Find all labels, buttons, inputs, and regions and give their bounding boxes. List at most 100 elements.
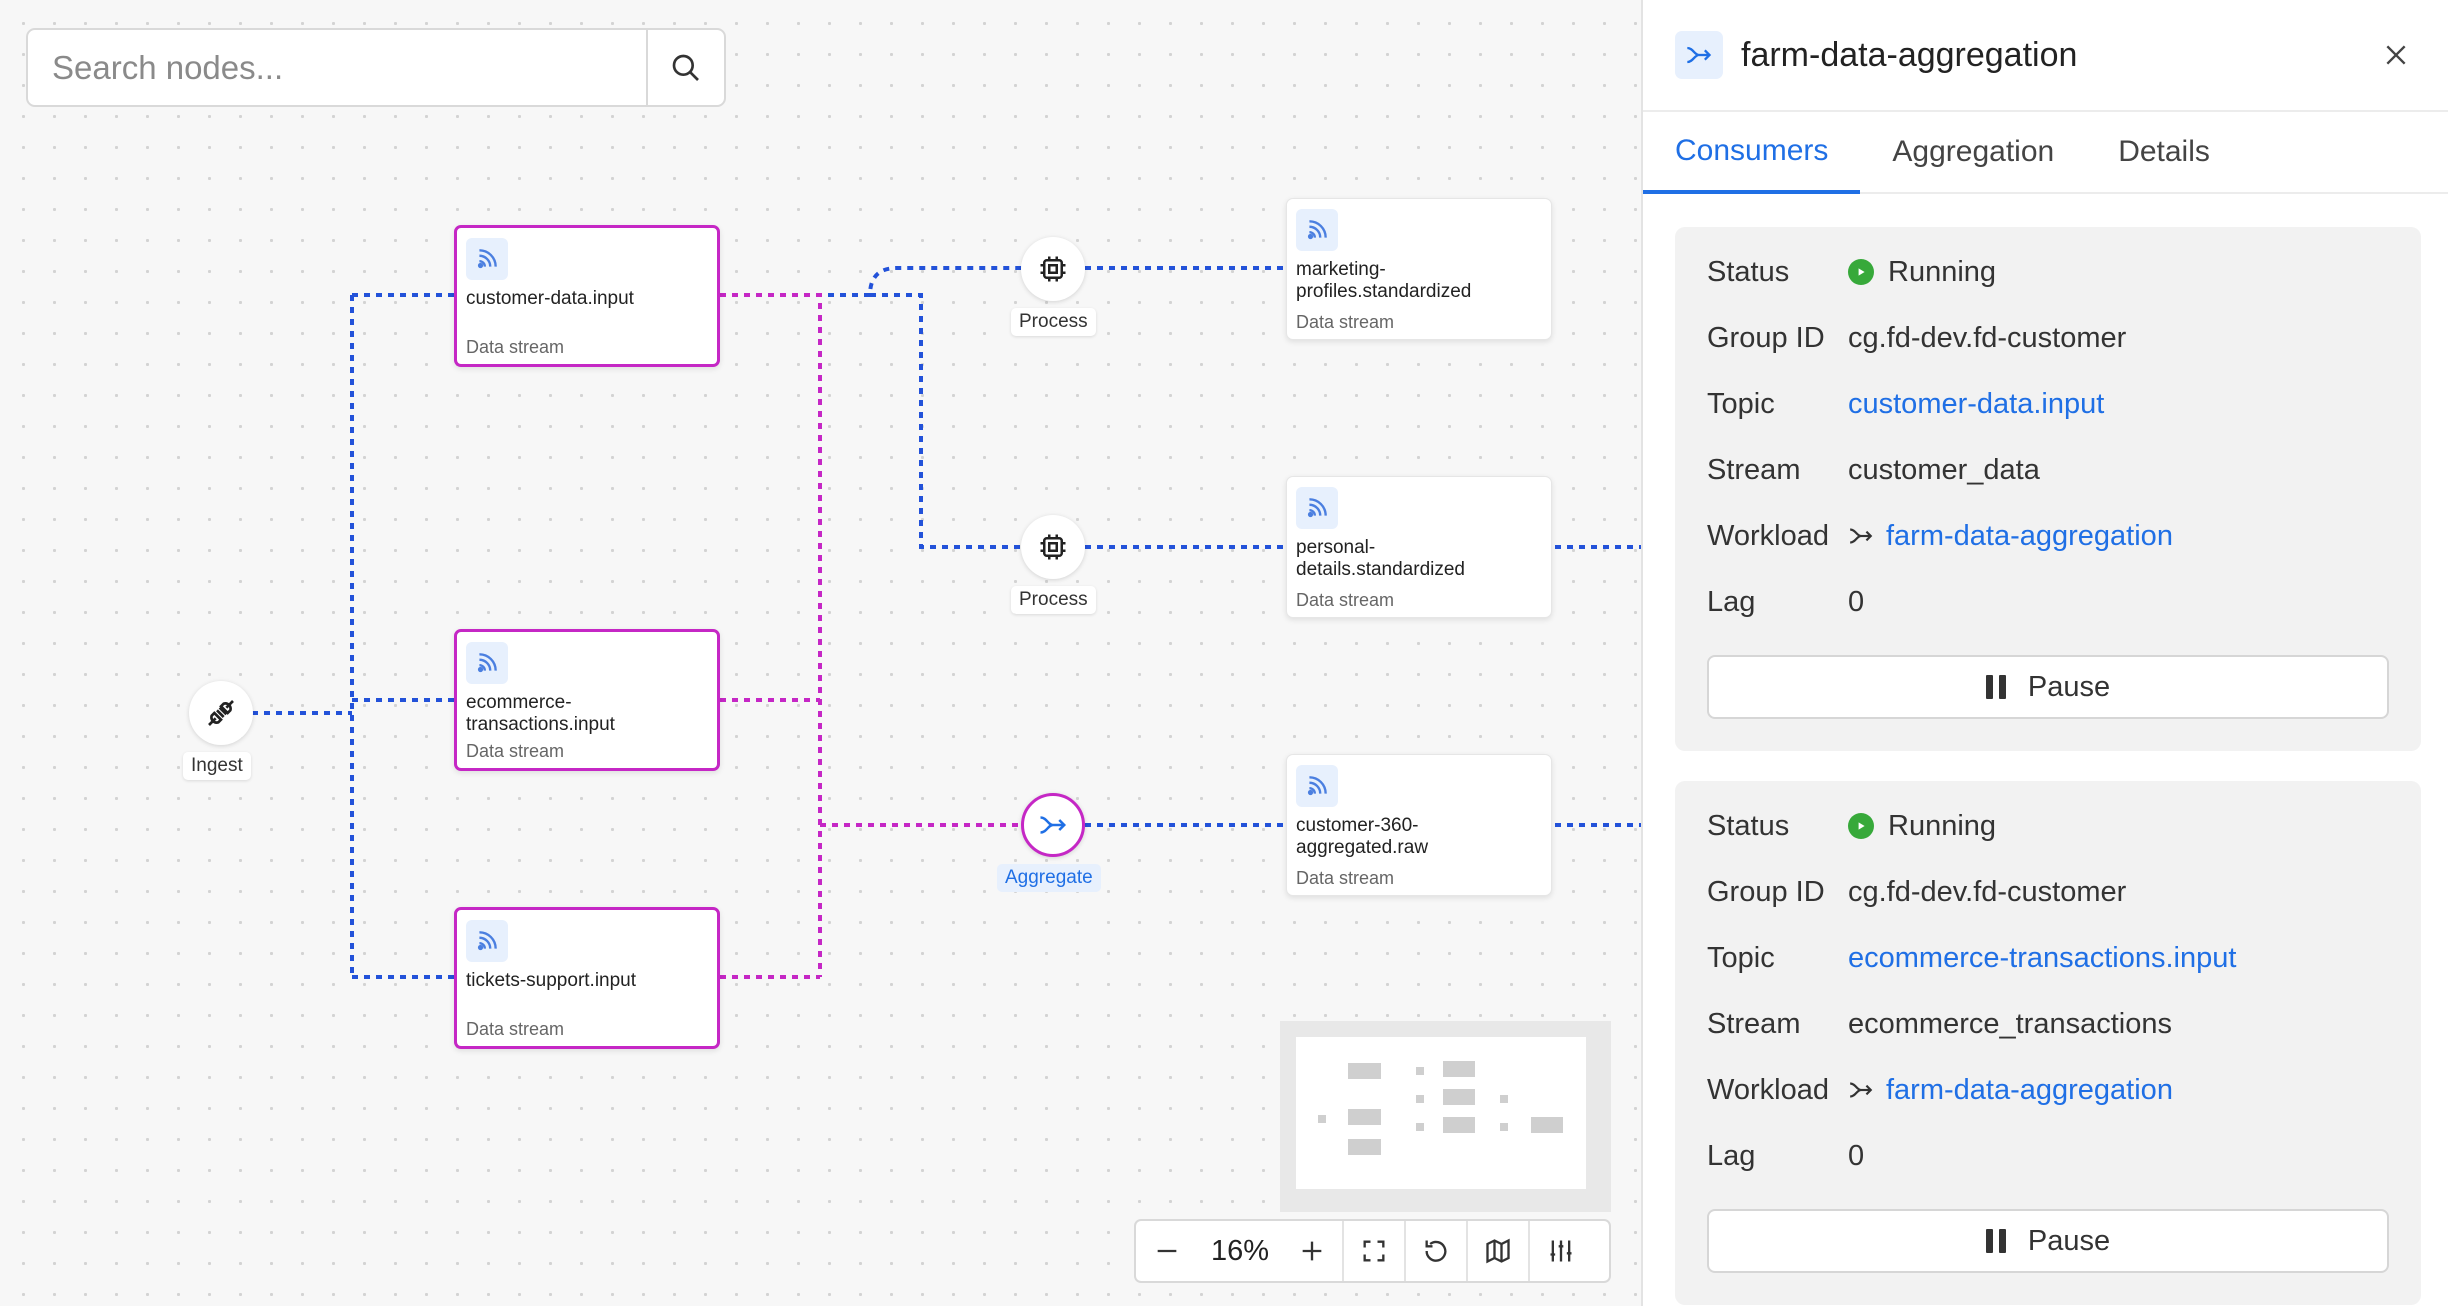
workload-label: Workload (1707, 1073, 1829, 1106)
node-label: personal-details.standardized (1296, 537, 1465, 580)
node-label: customer-data.input (466, 288, 634, 309)
node-type: Data stream (1296, 590, 1395, 610)
node-label: marketing-profiles.standardized (1296, 259, 1472, 302)
pause-button[interactable]: Pause (1707, 655, 2389, 719)
stream-label: Stream (1707, 453, 1801, 486)
lag-label: Lag (1707, 1139, 1756, 1172)
consumer-card: Status Running Group ID cg.fd-dev.fd-cus… (1675, 227, 2421, 751)
minus-icon (1157, 1249, 1177, 1253)
search-icon (672, 54, 699, 81)
edge-process-to-outputs (1085, 266, 1641, 549)
tab-consumers[interactable]: Consumers (1643, 112, 1861, 194)
pause-button[interactable]: Pause (1707, 1209, 2389, 1273)
operator-process-2-label: Process (1011, 586, 1096, 614)
stream-icon (1296, 209, 1338, 251)
status-value: Running (1848, 810, 1996, 843)
operator-process-1-label: Process (1011, 308, 1096, 336)
plus-icon (1302, 1241, 1322, 1261)
node-tickets-support-input[interactable]: tickets-support.input Data stream (454, 907, 720, 1049)
node-label: tickets-support.input (466, 970, 637, 991)
close-icon (2386, 45, 2406, 65)
node-type: Data stream (466, 337, 565, 357)
workload-link[interactable]: farm-data-aggregation (1848, 520, 2173, 553)
cpu-icon (1040, 256, 1066, 282)
fullscreen-icon (1363, 1240, 1385, 1262)
stream-icon (466, 642, 508, 684)
operator-aggregate[interactable] (1021, 793, 1085, 857)
panel-title: farm-data-aggregation (1741, 35, 2078, 74)
search-input[interactable] (28, 30, 646, 105)
merge-icon (1040, 816, 1067, 834)
node-type: Data stream (1296, 868, 1395, 888)
search-bar (26, 28, 726, 107)
node-customer-data-input[interactable]: customer-data.input Data stream (454, 225, 720, 367)
topic-label: Topic (1707, 941, 1775, 974)
plug-icon (208, 700, 234, 726)
zoom-toolbar: 16% (1134, 1219, 1611, 1283)
group-id-value: cg.fd-dev.fd-customer (1848, 875, 2127, 908)
node-label: customer-360-aggregated.raw (1296, 815, 1429, 858)
operator-aggregate-label: Aggregate (997, 864, 1101, 892)
details-panel: farm-data-aggregation Consumers Aggregat… (1641, 0, 2448, 1306)
reset-icon (1425, 1240, 1447, 1262)
panel-tabs: Consumers Aggregation Details (1643, 112, 2448, 194)
cpu-icon (1040, 534, 1066, 560)
stream-value: customer_data (1848, 453, 2040, 486)
close-panel-button[interactable] (2376, 35, 2416, 75)
pause-icon (1985, 1229, 2006, 1253)
panel-header: farm-data-aggregation (1643, 0, 2448, 112)
node-type: Data stream (1296, 312, 1395, 332)
consumer-card: Status Running Group ID cg.fd-dev.fd-cus… (1675, 781, 2421, 1305)
pause-icon (1985, 675, 2006, 699)
zoom-in-button[interactable] (1282, 1221, 1344, 1281)
edge-inputs-to-aggregate (720, 293, 1022, 979)
pipeline-canvas[interactable]: customer-data.input Data stream ecommerc… (0, 0, 1641, 1306)
aggregate-icon (1850, 1082, 1873, 1098)
status-label: Status (1707, 809, 1790, 842)
operator-ingest[interactable] (189, 681, 253, 745)
node-personal-details[interactable]: personal-details.standardized Data strea… (1286, 476, 1552, 618)
node-label: ecommerce-transactions.input (466, 692, 615, 735)
edge-customer-to-process (720, 266, 1022, 549)
map-icon (1486, 1238, 1510, 1264)
sliders-icon (1550, 1240, 1572, 1262)
group-id-value: cg.fd-dev.fd-customer (1848, 321, 2127, 354)
status-label: Status (1707, 255, 1790, 288)
group-id-label: Group ID (1707, 321, 1825, 354)
stream-value: ecommerce_transactions (1848, 1007, 2172, 1040)
topic-link[interactable]: ecommerce-transactions.input (1848, 941, 2237, 974)
node-marketing-profiles[interactable]: marketing-profiles.standardized Data str… (1286, 198, 1552, 340)
node-type: Data stream (466, 1019, 565, 1039)
workload-link[interactable]: farm-data-aggregation (1848, 1074, 2173, 1107)
operator-process-2[interactable] (1021, 515, 1085, 579)
pipeline-edges (252, 266, 1641, 979)
aggregate-icon (1675, 31, 1723, 79)
fit-view-button[interactable] (1344, 1221, 1406, 1281)
stream-label: Stream (1707, 1007, 1801, 1040)
search-button[interactable] (646, 30, 724, 105)
stream-icon (466, 920, 508, 962)
minimap-toggle-button[interactable] (1468, 1221, 1530, 1281)
layout-settings-button[interactable] (1530, 1221, 1592, 1281)
node-customer-360-aggregated[interactable]: customer-360-aggregated.raw Data stream (1286, 754, 1552, 896)
lag-value: 0 (1848, 1139, 1865, 1172)
operator-process-1[interactable] (1021, 237, 1085, 301)
reset-button[interactable] (1406, 1221, 1468, 1281)
tab-details[interactable]: Details (2118, 135, 2210, 168)
lag-label: Lag (1707, 585, 1756, 618)
play-icon (1848, 813, 1874, 839)
node-type: Data stream (466, 741, 565, 761)
lag-value: 0 (1848, 585, 1865, 618)
stream-icon (1296, 765, 1338, 807)
zoom-level: 16% (1210, 1234, 1270, 1267)
operator-ingest-label: Ingest (183, 752, 251, 780)
minimap[interactable] (1280, 1021, 1611, 1212)
workload-label: Workload (1707, 519, 1829, 552)
stream-icon (466, 238, 508, 280)
play-icon (1848, 259, 1874, 285)
stream-icon (1296, 487, 1338, 529)
topic-link[interactable]: customer-data.input (1848, 387, 2105, 420)
zoom-out-button[interactable] (1136, 1221, 1198, 1281)
node-ecommerce-transactions-input[interactable]: ecommerce-transactions.input Data stream (454, 629, 720, 771)
tab-aggregation[interactable]: Aggregation (1892, 135, 2055, 168)
